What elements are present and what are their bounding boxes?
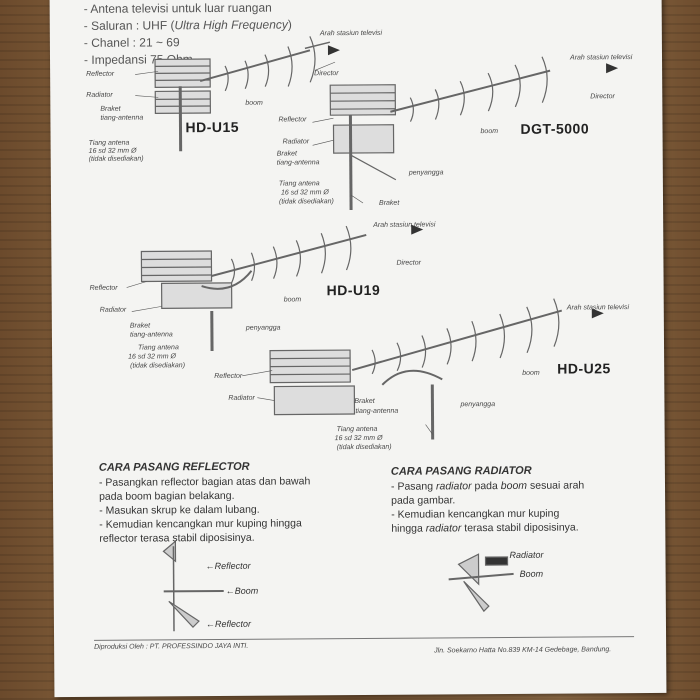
detail-label-boom-left: ←Boom: [225, 585, 259, 596]
reflector-step-2: - Masukan skrup ke dalam lubang.: [99, 503, 260, 517]
reflector-step-1a: - Pasangkan reflector bagian atas dan ba…: [98, 475, 311, 489]
label-tiang-antenna-3: tiang-antenna: [129, 331, 173, 339]
reflector-step-1b: pada boom bagian belakang.: [99, 489, 235, 503]
label-tiang-antenna-1: tiang-antenna: [100, 114, 144, 122]
label-tiang-info-2b: 16 sd 32 mm Ø: [280, 189, 329, 197]
footer-address: Jln. Soekarno Hatta No.839 KM-14 Gedebag…: [434, 646, 612, 655]
label-boom-1: boom: [245, 99, 263, 107]
label-tiang-info-2c: (tidak disediakan): [278, 198, 334, 206]
label-radiator-2: Radiator: [282, 138, 310, 146]
label-tiang-antenna-2: tiang-antenna: [276, 159, 320, 167]
direction-arrows: [327, 45, 619, 319]
label-penyangga-2: penyangga: [408, 169, 444, 177]
label-penyangga-3: penyangga: [245, 324, 281, 332]
antenna-hd-u25: [269, 298, 563, 440]
detail-label-reflector-bottom: ←Reflector: [205, 618, 252, 630]
label-radiator-1: Radiator: [86, 91, 113, 99]
leader-lines: [126, 61, 433, 435]
label-penyangga-4: penyangga: [460, 401, 496, 409]
detail-label-radiator: Radiator: [509, 549, 544, 560]
label-braket-1: Braket: [100, 105, 121, 113]
label-tiang-info-1b: 16 sd 32 mm Ø: [88, 147, 137, 155]
label-reflector-2: Reflector: [278, 116, 307, 124]
antenna-hd-u15: [154, 36, 331, 152]
label-director-3: Director: [396, 259, 421, 267]
reflector-section-title: CARA PASANG REFLECTOR: [98, 460, 250, 474]
label-tiang-info-3c: (tidak disediakan): [130, 362, 186, 370]
label-tiang-info-4c: (tidak disediakan): [336, 443, 392, 452]
model-hd-u25: HD-U25: [557, 360, 611, 377]
label-arah-1: Arah stasiun televisi: [319, 29, 383, 38]
detail-label-reflector-top: ←Reflector: [205, 560, 251, 572]
model-hd-u15: HD-U15: [185, 118, 240, 136]
label-arah-3: Arah stasiun televisi: [373, 221, 436, 229]
label-tiang-info-1a: Tiang antena: [88, 139, 130, 147]
model-hd-u19: HD-U19: [326, 281, 381, 299]
label-braket-2: Braket: [276, 150, 297, 158]
radiator-section-title: CARA PASANG RADIATOR: [390, 464, 532, 478]
label-director-1: Director: [314, 70, 339, 78]
label-radiator-4: Radiator: [228, 394, 255, 402]
label-arah-2: Arah stasiun televisi: [569, 54, 633, 62]
label-boom-4: boom: [522, 369, 540, 377]
radiator-detail-diagram: [448, 553, 514, 613]
label-tiang-info-3a: Tiang antena: [138, 344, 179, 352]
label-braket-3: Braket: [129, 322, 151, 330]
radiator-step-1b: pada gambar.: [391, 494, 456, 507]
reflector-detail-diagram: [162, 539, 224, 632]
radiator-step-2a: - Kemudian kencangkan mur kuping: [391, 507, 560, 521]
reflector-step-3a: - Kemudian kencangkan mur kuping hingga: [99, 517, 302, 531]
model-dgt-5000: DGT-5000: [520, 120, 590, 137]
label-tiang-info-1c: (tidak disediakan): [88, 155, 144, 163]
label-tiang-info-2a: Tiang antena: [278, 180, 320, 188]
radiator-step-2b: hingga radiator terasa stabil diposisiny…: [391, 521, 579, 535]
label-reflector-4: Reflector: [214, 372, 243, 381]
label-arah-4: Arah stasiun televisi: [566, 304, 630, 312]
instruction-sheet: - Antena televisi untuk luar ruangan - S…: [49, 0, 667, 698]
antenna-diagrams: [126, 36, 619, 632]
detail-label-boom-right: Boom: [519, 568, 544, 579]
label-boom-3: boom: [283, 296, 302, 304]
radiator-step-1a: - Pasang radiator pada boom sesuai arah: [390, 479, 585, 493]
label-tiang-info-3b: 16 sd 32 mm Ø: [128, 353, 176, 361]
antenna-dgt-5000: [329, 56, 551, 211]
label-tiang-info-4a: Tiang antena: [336, 425, 378, 434]
label-braket-bottom: Braket: [379, 199, 400, 207]
label-tiang-info-4b: 16 sd 32 mm Ø: [334, 434, 383, 443]
antenna-hd-u19: [140, 225, 367, 352]
label-tiang-antenna-4: tiang-antenna: [355, 407, 399, 416]
label-radiator-3: Radiator: [99, 306, 127, 314]
footer-producer: Diproduksi Oleh : PT. PROFESSINDO JAYA I…: [94, 642, 249, 651]
label-director-2: Director: [590, 93, 615, 101]
reflector-step-3b: reflector terasa stabil diposisinya.: [99, 531, 255, 545]
label-braket-4: Braket: [354, 397, 375, 406]
label-reflector-1: Reflector: [86, 70, 115, 78]
label-reflector-3: Reflector: [89, 284, 118, 292]
label-boom-2: boom: [480, 128, 499, 136]
